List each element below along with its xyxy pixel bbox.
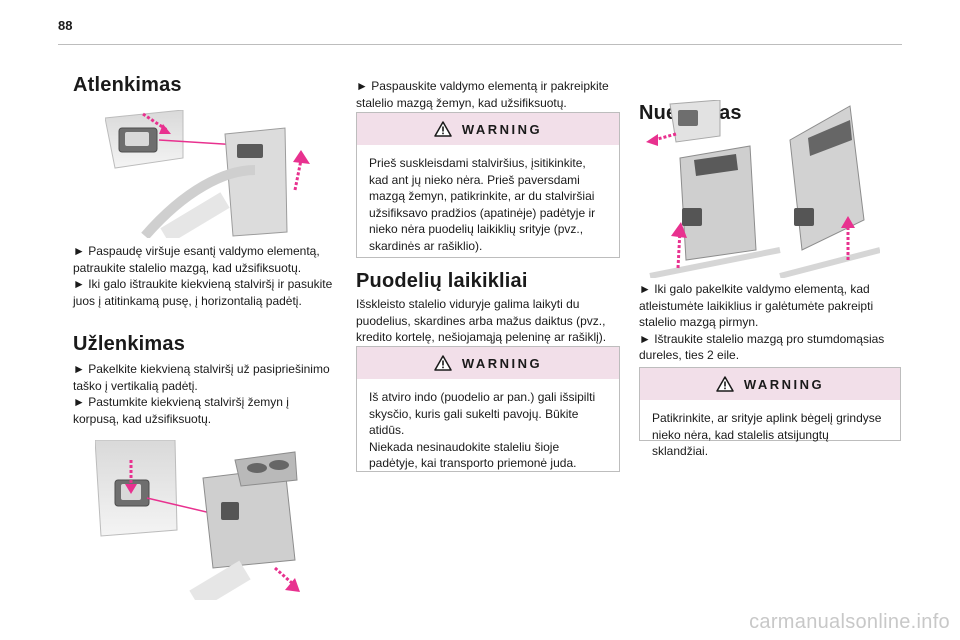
warning-text: Prieš suskleisdami stalviršius, įsitikin… — [369, 156, 596, 253]
warning-label: WARNING — [461, 355, 543, 371]
warning-triangle-icon — [434, 121, 452, 137]
warning-triangle-icon — [434, 355, 452, 371]
warning-header: WARNING — [357, 113, 619, 145]
warning-box-spill: WARNING Iš atviro indo (puodelio ar pan.… — [356, 346, 620, 472]
heading-fold: Atlenkimas — [73, 74, 182, 96]
warning-label: WARNING — [743, 376, 825, 392]
para-unfold: ► Pakelkite kiekvieną stalviršį už pasip… — [73, 362, 330, 426]
illustration-unfold-table — [95, 440, 300, 600]
illustration-fold-table — [105, 110, 310, 238]
warning-box-rail: WARNING Patikrinkite, ar srityje aplink … — [639, 367, 901, 458]
warning-text: Patikrinkite, ar srityje aplink bėgelį g… — [652, 411, 882, 458]
para-tilt-down: ► Paspauskite valdymo elementą ir pakrei… — [356, 79, 609, 110]
site-watermark[interactable]: carmanualsonline.info — [749, 611, 950, 633]
warning-header: WARNING — [640, 368, 900, 400]
warning-box-fold: WARNING Prieš suskleisdami stalviršius, … — [356, 112, 620, 258]
illustration-remove-table — [646, 100, 880, 278]
heading-cup-holders: Puodelių laikikliai — [356, 270, 528, 292]
para-remove: ► Iki galo pakelkite valdymo elementą, k… — [639, 282, 885, 362]
top-rule — [58, 44, 902, 45]
warning-text: Iš atviro indo (puodelio ar pan.) gali i… — [369, 390, 596, 470]
page-number: 88 — [58, 18, 73, 33]
warning-label: WARNING — [461, 121, 543, 137]
warning-triangle-icon — [716, 376, 734, 392]
warning-header: WARNING — [357, 347, 619, 379]
para-cup-holders: Išskleisto stalelio viduryje galima laik… — [356, 297, 607, 344]
para-fold: ► Paspaudę viršuje esantį valdymo elemen… — [73, 244, 333, 308]
heading-unfold: Užlenkimas — [73, 333, 186, 355]
